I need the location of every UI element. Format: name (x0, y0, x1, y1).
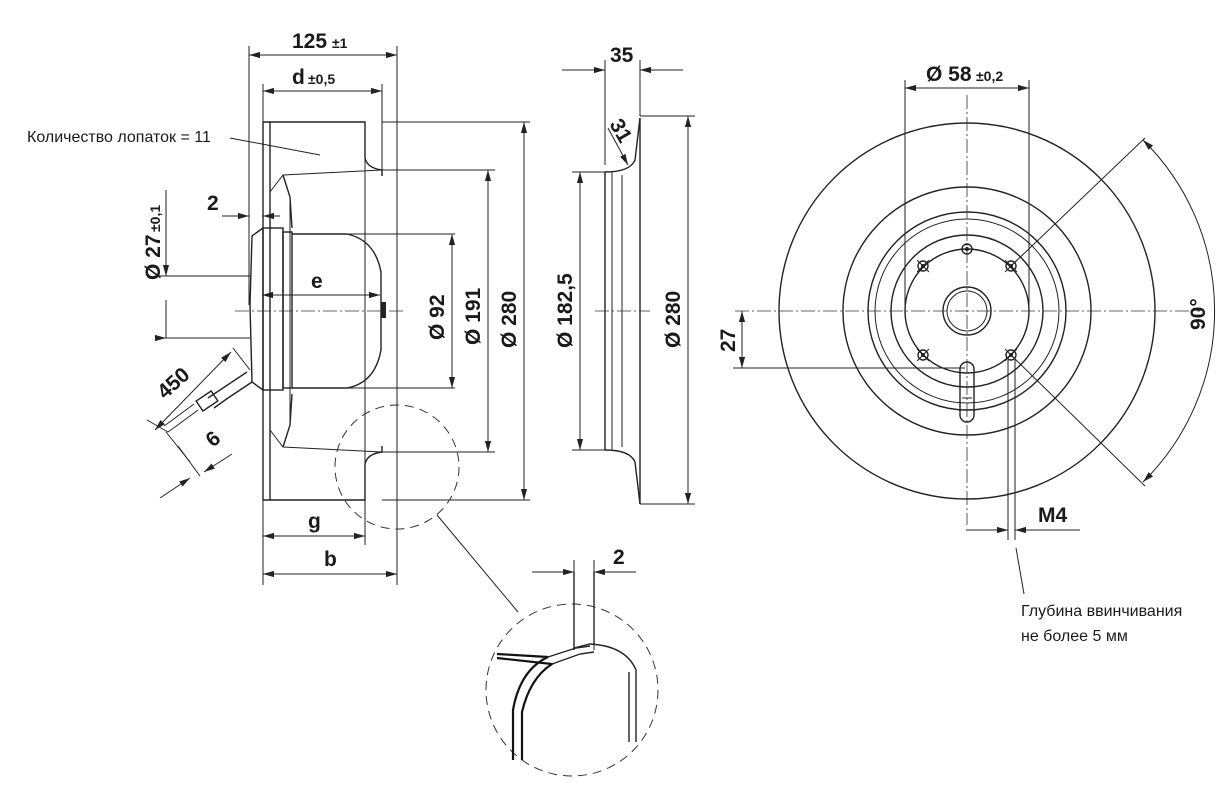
offset-label: 27 (717, 329, 740, 352)
hub-diameter-value: Ø 27 (142, 234, 165, 280)
cable-length-label: 450 (153, 363, 194, 404)
depth-note-line2: не более 5 мм (1021, 628, 1128, 645)
bolt-circle-value: Ø 58 (926, 63, 972, 86)
section-view: 35 31 Ø 182,5 Ø 280 (554, 44, 695, 505)
cable-dim-label: 6 (201, 427, 225, 452)
outer-diameter-label: Ø 280 (498, 291, 521, 348)
section-outer-diameter-label: Ø 280 (662, 291, 685, 348)
front-view: Ø 58 ±0,2 27 90° M4 Глубина ввинчивания … (717, 63, 1216, 645)
hub-diameter-tolerance: ±0,1 (147, 205, 163, 232)
dim-d-label: d (292, 66, 305, 89)
bolt-circle-tolerance: ±0,2 (976, 68, 1003, 84)
depth-note-line1: Глубина ввинчивания (1021, 603, 1182, 620)
detail-view: 2 (485, 546, 659, 777)
overall-width-value: 125 (292, 30, 327, 53)
section-inner-diameter-label: Ø 182,5 (554, 273, 577, 348)
motor-diameter-label: Ø 92 (426, 294, 449, 340)
inlet-diameter-label: Ø 191 (462, 287, 485, 345)
overall-width-tolerance: ±1 (332, 35, 348, 51)
section-height-label: 35 (610, 44, 634, 67)
dim-d-tolerance: ±0,5 (308, 71, 335, 87)
side-view: 125 ±1 d ±0,5 Количество лопаток = 11 (27, 30, 530, 613)
blade-count-note: Количество лопаток = 11 (27, 129, 211, 146)
thread-label: M4 (1038, 504, 1067, 527)
dim-e-label: e (311, 270, 323, 293)
dim-g-label: g (308, 510, 321, 533)
dim-2-label: 2 (207, 192, 219, 215)
angle-label: 90° (1187, 298, 1210, 330)
detail-thickness-label: 2 (613, 546, 625, 569)
dim-b-label: b (324, 548, 337, 571)
